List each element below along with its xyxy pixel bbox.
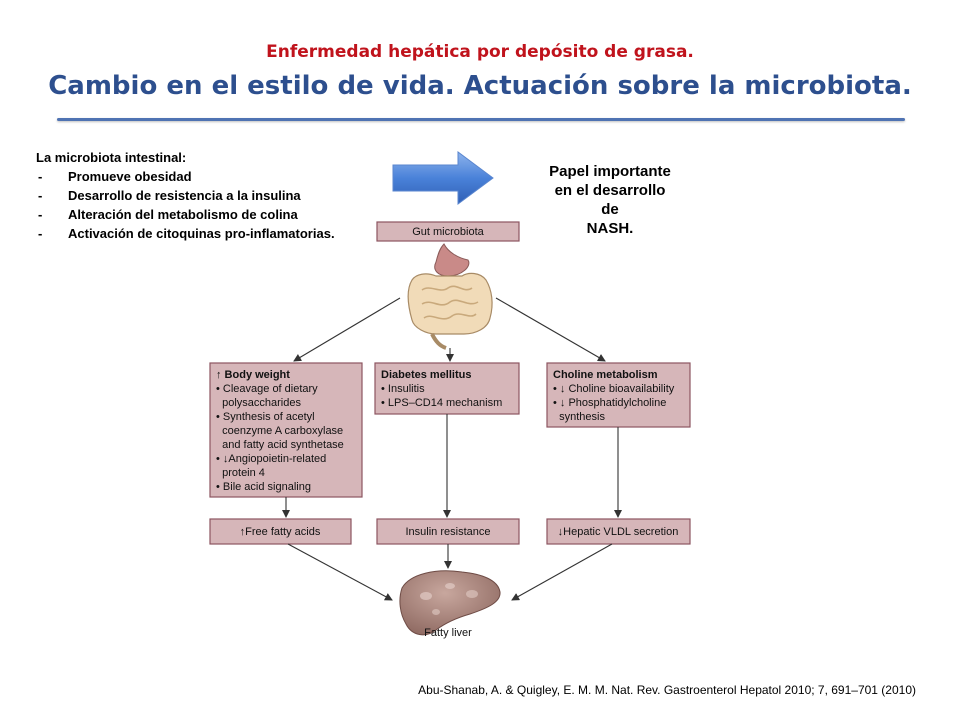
choline-metabolism-list: • ↓ Choline bioavailability • ↓ Phosphat…	[553, 383, 677, 423]
choline-metabolism-heading: Choline metabolism	[553, 369, 658, 381]
citation: Abu-Shanab, A. & Quigley, E. M. M. Nat. …	[418, 683, 916, 697]
diabetes-mellitus-heading: Diabetes mellitus	[381, 369, 471, 381]
body-weight-list: • Cleavage of dietary polysaccharides • …	[216, 383, 347, 493]
fatty-liver-label: Fatty liver	[424, 627, 472, 639]
choline-metabolism-box	[546, 362, 691, 428]
gut-microbiota-box	[376, 221, 520, 242]
intro-heading: La microbiota intestinal:	[36, 150, 187, 165]
intro-list: Promueve obesidad Desarrollo de resisten…	[36, 167, 366, 243]
connector-arrow	[293, 297, 401, 362]
free-fatty-acids-label: ↑Free fatty acids	[240, 526, 321, 538]
callout-line: en el desarrollo	[554, 182, 666, 199]
connector-arrow	[495, 297, 606, 362]
diabetes-mellitus-box	[374, 362, 520, 415]
connector-arrow	[287, 543, 393, 601]
blue-arrow-icon	[392, 151, 494, 205]
intro-block: La microbiota intestinal: Promueve obesi…	[36, 148, 366, 243]
microbiota-pathway-diagram: Gut microbiota ↑ Body weight • Cleavage …	[209, 221, 691, 639]
hepatic-vldl-box	[546, 518, 691, 545]
slide-title: Cambio en el estilo de vida. Actuación s…	[48, 71, 912, 101]
callout-line: Papel importante	[549, 163, 671, 180]
slide-subtitle: Enfermedad hepática por depósito de gras…	[266, 42, 694, 62]
list-item: Alteración del metabolismo de colina	[36, 205, 366, 224]
callout-line: NASH.	[586, 220, 634, 237]
callout-line: de	[601, 201, 619, 218]
insulin-resistance-box	[376, 518, 520, 545]
connector-arrow	[511, 543, 613, 601]
body-weight-heading: ↑ Body weight	[216, 369, 290, 381]
diabetes-mellitus-list: • Insulitis • LPS–CD14 mechanism	[381, 383, 502, 409]
free-fatty-acids-box	[209, 518, 352, 545]
list-item: Activación de citoquinas pro-inflamatori…	[36, 224, 366, 243]
list-item: Promueve obesidad	[36, 167, 366, 186]
nash-callout: Papel importante en el desarrollo de NAS…	[515, 162, 705, 238]
insulin-resistance-label: Insulin resistance	[406, 526, 491, 538]
intestine-icon	[407, 243, 493, 350]
list-item: Desarrollo de resistencia a la insulina	[36, 186, 366, 205]
hepatic-vldl-label: ↓Hepatic VLDL secretion	[558, 526, 679, 538]
title-divider	[57, 118, 905, 121]
gut-microbiota-label: Gut microbiota	[412, 226, 484, 238]
fatty-liver-icon	[399, 570, 501, 636]
